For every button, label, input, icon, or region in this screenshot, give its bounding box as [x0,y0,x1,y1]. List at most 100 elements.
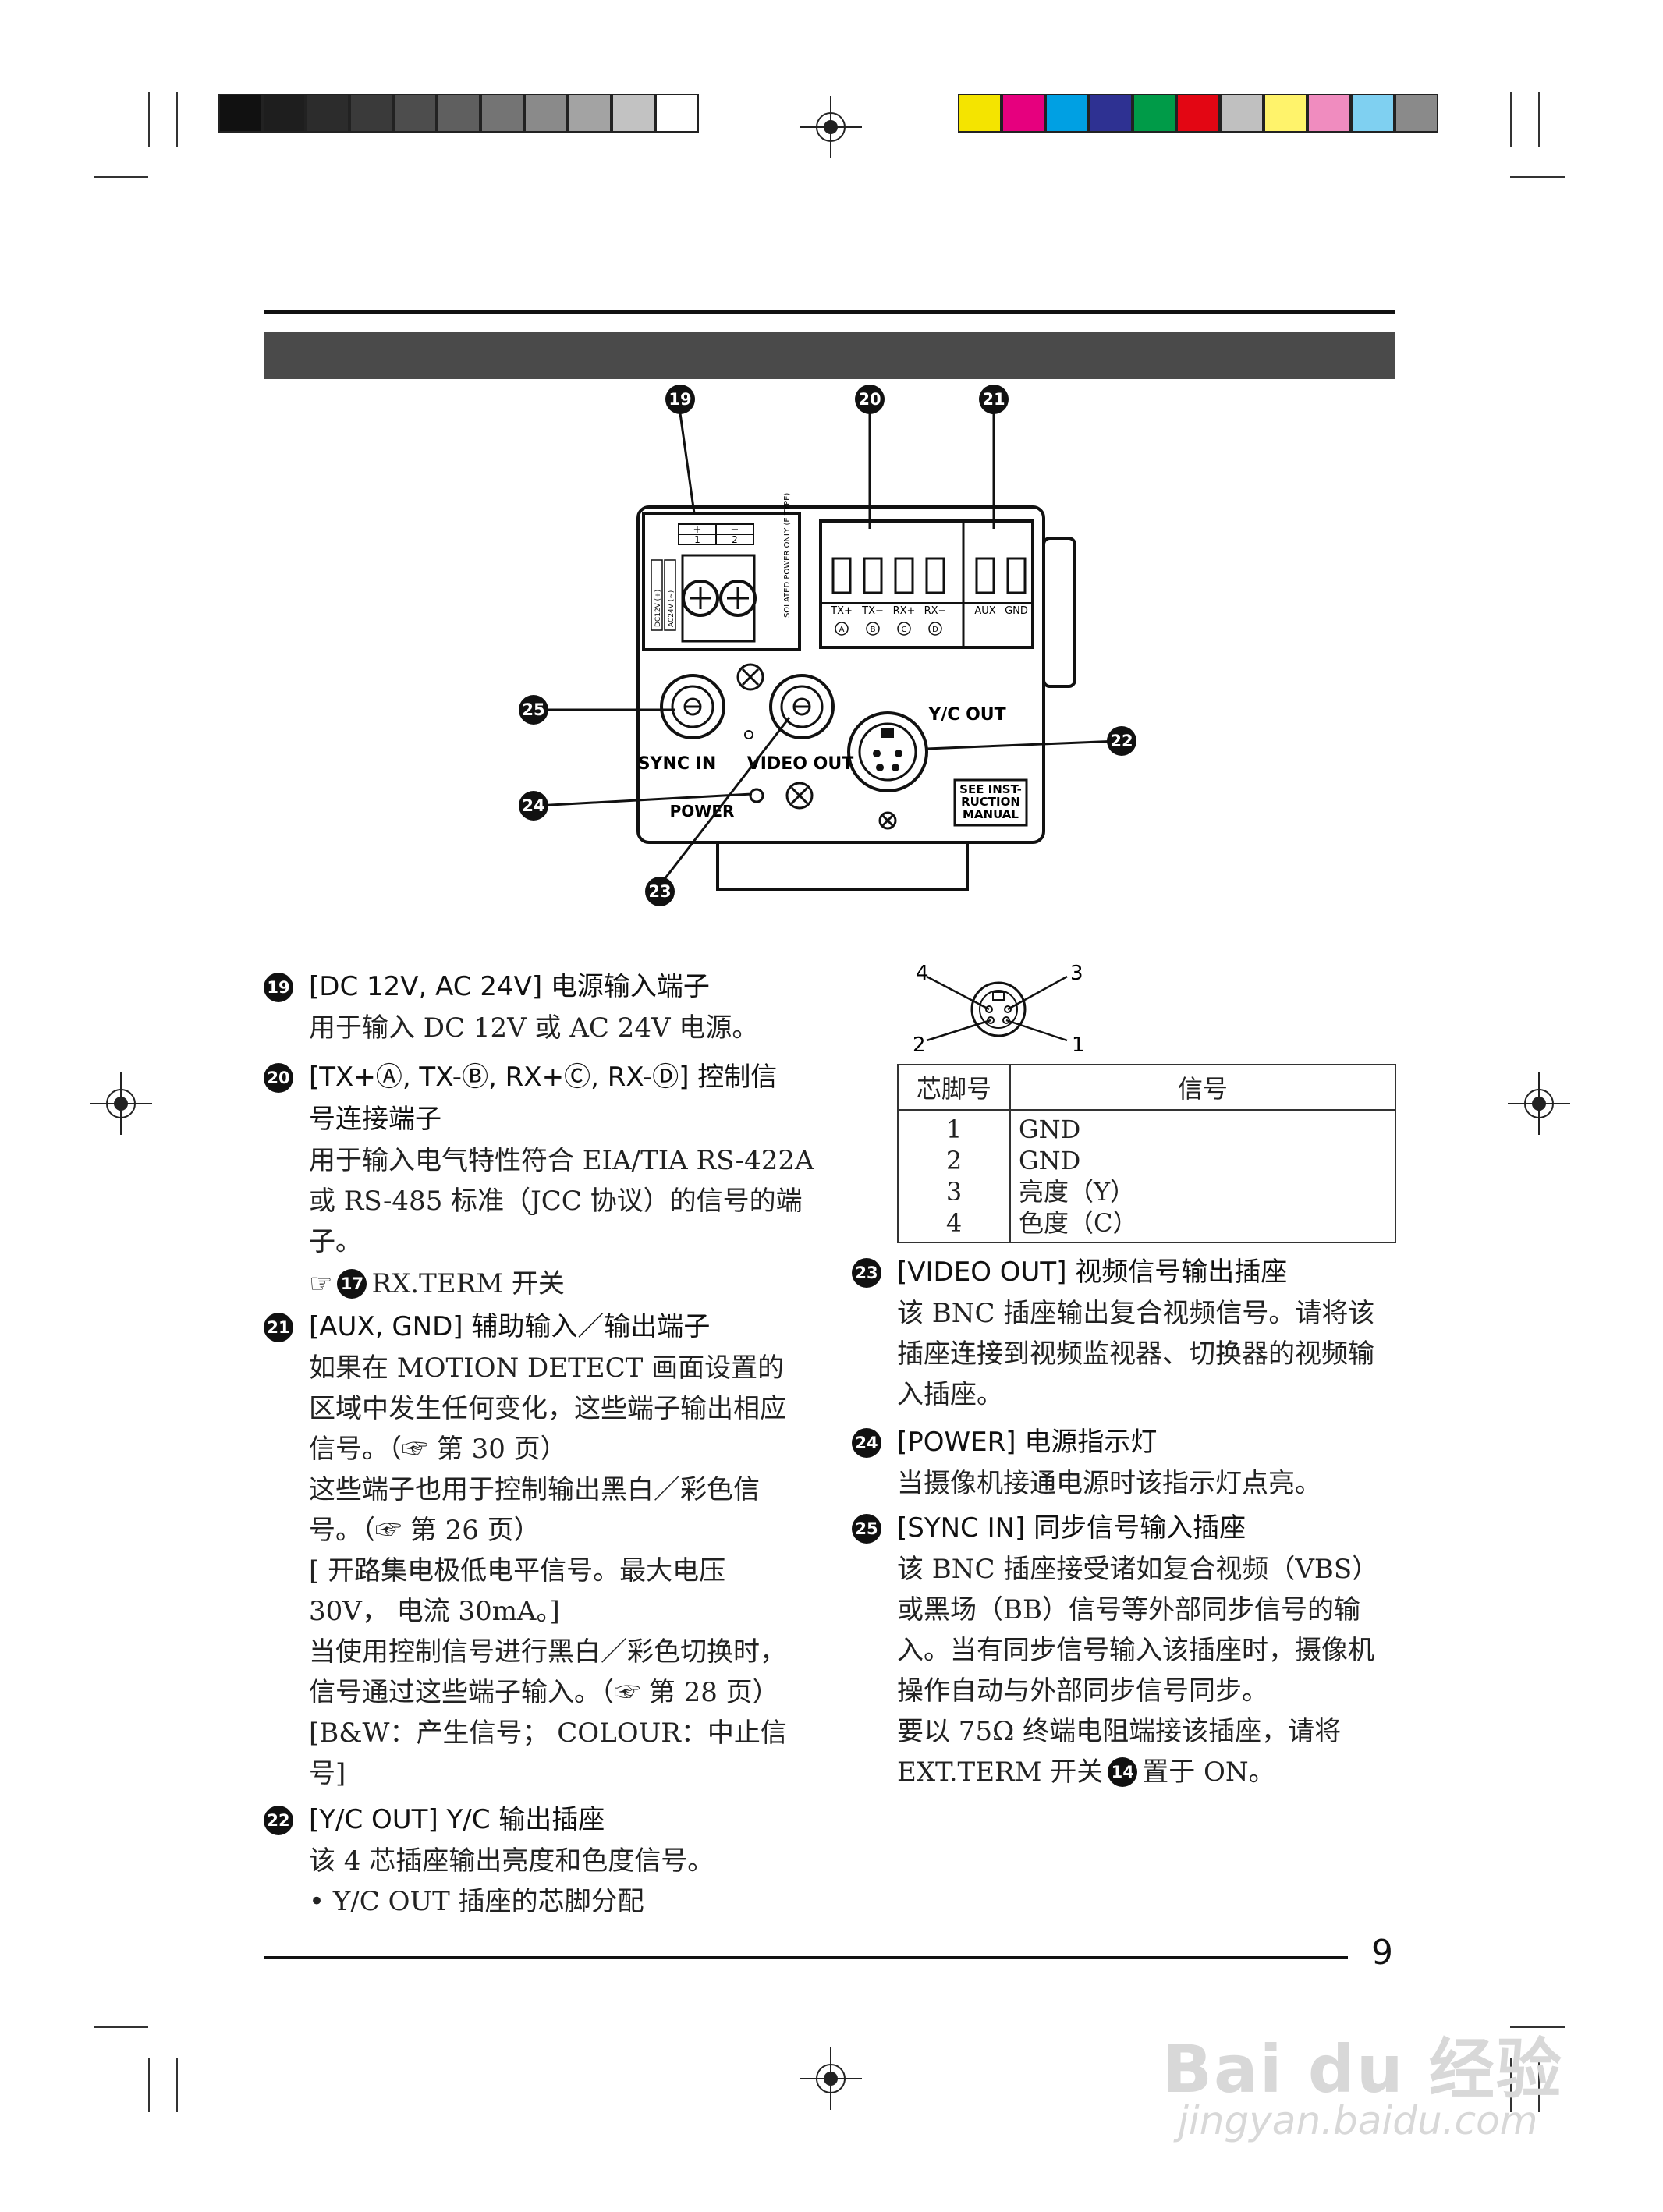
swatch [393,94,437,133]
pin-signal-2: GND [1019,1146,1081,1175]
pin-signal-1: GND [1019,1115,1081,1144]
swatch [1307,94,1351,133]
item-23-text: 该 BNC 插座输出复合视频信号。请将该 插座连接到视频监视器、切换器的视频输 … [897,1298,1375,1410]
terminal-slot [832,557,852,594]
callout-22: 22 [1110,732,1133,750]
minus-label: − [731,524,739,536]
swatch [437,94,480,133]
terminal-letter-circle [866,622,880,636]
panel-screws [736,663,897,830]
swatch [1351,94,1395,133]
item-22-number: 22 [264,1806,293,1835]
pin-signal-3: 亮度（Y） [1019,1177,1136,1207]
callout-23: 23 [648,882,671,901]
swatch [1002,94,1045,133]
terminal-label: RX− [924,605,947,617]
pin-assignment-table: 芯脚号 信号 1 2 3 4 GND GND 亮度（Y） 色度（C） [897,1064,1396,1243]
item-25-title: [SYNC IN] 同步信号输入插座 [897,1512,1246,1544]
power-label: POWER [670,802,735,821]
item-21-number: 21 [264,1313,293,1342]
pin-label-1: 1 [1072,1033,1085,1057]
item-19-title: [DC 12V, AC 24V] 电源输入端子 [309,971,710,1002]
item-24-number: 24 [852,1428,881,1458]
item-20-number: 20 [264,1063,293,1093]
header-rule [264,310,1395,314]
item-25-text: 该 BNC 插座接受诸如复合视频（VBS） 或黑场（BB）信号等外部同步信号的输… [897,1554,1379,1747]
terminal-label: GND [1005,605,1028,617]
swatch [1395,94,1438,133]
callout-21: 21 [982,390,1005,409]
pin-label-4: 4 [916,962,929,985]
swatch [612,94,655,133]
terminal-letter-circle [928,622,942,636]
item-20-title-line-1: [TX+Ⓐ, TX-Ⓑ, RX+Ⓒ, RX-Ⓓ] 控制信 [309,1062,778,1093]
control-terminal-block [819,519,1034,649]
item-20-text: 用于输入电气特性符合 EIA/TIA RS-422A 或 RS-485 标准（J… [309,1145,814,1257]
yc-out-label: Y/C OUT [927,705,1005,725]
baidu-watermark-url: jingyan.baidu.com [1178,2098,1538,2143]
terminal-label: TX− [861,605,884,617]
pin-number-4: 4 [945,1208,963,1238]
terminal-one-label: 1 [694,534,700,545]
registration-mark-right [1508,1072,1570,1135]
set-on-text: 置于 ON。 [1142,1756,1275,1788]
swatch [1264,94,1307,133]
item-21: 21[AUX, GND] 辅助输入／输出端子 如果在 MOTION DETECT… [264,1306,825,1794]
item-25: 25 [SYNC IN] 同步信号输入插座 该 BNC 插座接受诸如复合视频（VB… [852,1507,1413,1792]
ac24v-label: AC24V (~) [668,590,675,627]
pin-label-3: 3 [1070,962,1083,985]
swatch [524,94,568,133]
swatch [1133,94,1176,133]
page-number: 9 [1371,1933,1393,1973]
swatch [568,94,612,133]
dc12v-label: DC12V (+) [654,590,662,627]
pin-number-3: 3 [945,1177,963,1207]
item-24-title: [POWER] 电源指示灯 [897,1427,1158,1458]
camera-rear-panel-diagram: + − 1 2 DC12V (+) AC24V (~) ISOLATED POW… [519,385,1136,906]
swatch [958,94,1002,133]
registration-mark-bottom [800,2047,862,2110]
see-manual-line-1: SEE INST- [959,782,1022,796]
callout-24: 24 [522,796,544,815]
table-header-pin: 芯脚号 [897,1064,1011,1111]
item-22: 22[Y/C OUT] Y/C 输出插座 该 4 芯插座输出亮度和色度信号。 •… [264,1799,825,1922]
swatch [655,94,699,133]
swatch [218,94,262,133]
terminal-slot [863,557,883,594]
isolated-power-label: ISOLATED POWER ONLY (E TYPE) [783,493,792,620]
video-out-label: VIDEO OUT [747,754,853,774]
pin-signal-4: 色度（C） [1019,1208,1138,1238]
item-20: 20 [TX+Ⓐ, TX-Ⓑ, RX+Ⓒ, RX-Ⓓ] 控制信号连接端子 用于输入… [264,1056,825,1304]
reference-icon: ☞ [309,1268,333,1299]
footer-rule [264,1956,1348,1959]
item-20-title-line-2: 号连接端子 [309,1104,441,1135]
swatch [1220,94,1264,133]
item-19-text: 用于输入 DC 12V 或 AC 24V 电源。 [309,1012,759,1044]
item-19: 19[DC 12V, AC 24V] 电源输入端子 用于输入 DC 12V 或 … [264,966,825,1048]
see-manual-line-3: MANUAL [963,807,1019,821]
item-24: 24[POWER] 电源指示灯 当摄像机接通电源时该指示灯点亮。 [852,1421,1413,1504]
item-21-text: 如果在 MOTION DETECT 画面设置的 区域中发生任何变化，这些端子输出… [309,1352,787,1789]
reference-text: RX.TERM 开关 [371,1268,565,1299]
swatch [480,94,524,133]
swatch [262,94,306,133]
registration-mark-left [90,1072,152,1135]
terminal-label: TX+ [830,605,853,617]
terminal-letter-circle [835,622,849,636]
ext-term-text: EXT.TERM 开关 [897,1756,1104,1788]
swatch [1176,94,1220,133]
terminal-letter: D [932,626,938,634]
pin-number-2: 2 [945,1146,963,1175]
callout-19: 19 [668,390,691,409]
see-manual-line-2: RUCTION [961,795,1020,809]
item-23-number: 23 [852,1258,881,1288]
item-25-number: 25 [852,1514,881,1544]
terminal-letter-circle [897,622,911,636]
reference-number-17: 17 [337,1269,367,1299]
section-header-bar [264,332,1395,379]
item-22-title: [Y/C OUT] Y/C 输出插座 [309,1804,605,1835]
leader-lines [536,412,1120,890]
sync-in-label: SYNC IN [638,754,717,774]
